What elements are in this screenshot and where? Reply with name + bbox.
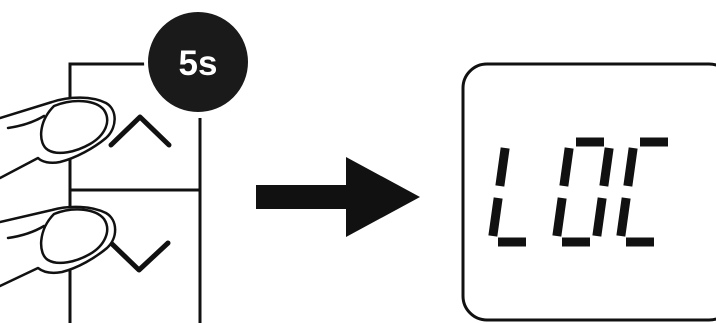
finger-icon — [0, 98, 115, 178]
lcd-segment — [493, 198, 498, 236]
arrow-right-icon — [256, 157, 420, 237]
chevron-down-icon — [111, 243, 168, 270]
lcd-digit — [557, 142, 609, 242]
badge-label: 5s — [179, 44, 218, 83]
chevron-up-icon — [111, 117, 169, 145]
lcd-segment — [621, 198, 626, 236]
lcd-digit — [493, 148, 526, 242]
display-frame — [463, 64, 716, 320]
lcd-segment — [564, 148, 569, 186]
lcd-digit — [621, 142, 668, 242]
lcd-segment — [557, 198, 562, 236]
lcd-segment — [597, 198, 602, 236]
lcd-display — [463, 64, 716, 320]
down-button[interactable] — [111, 243, 168, 270]
lcd-segment — [604, 148, 609, 186]
up-button[interactable] — [111, 117, 169, 145]
finger-icon — [0, 207, 115, 286]
lcd-segment — [628, 148, 633, 186]
display-readout — [493, 142, 668, 242]
lcd-segment — [500, 148, 505, 186]
hold-duration-badge: 5s — [146, 10, 250, 114]
